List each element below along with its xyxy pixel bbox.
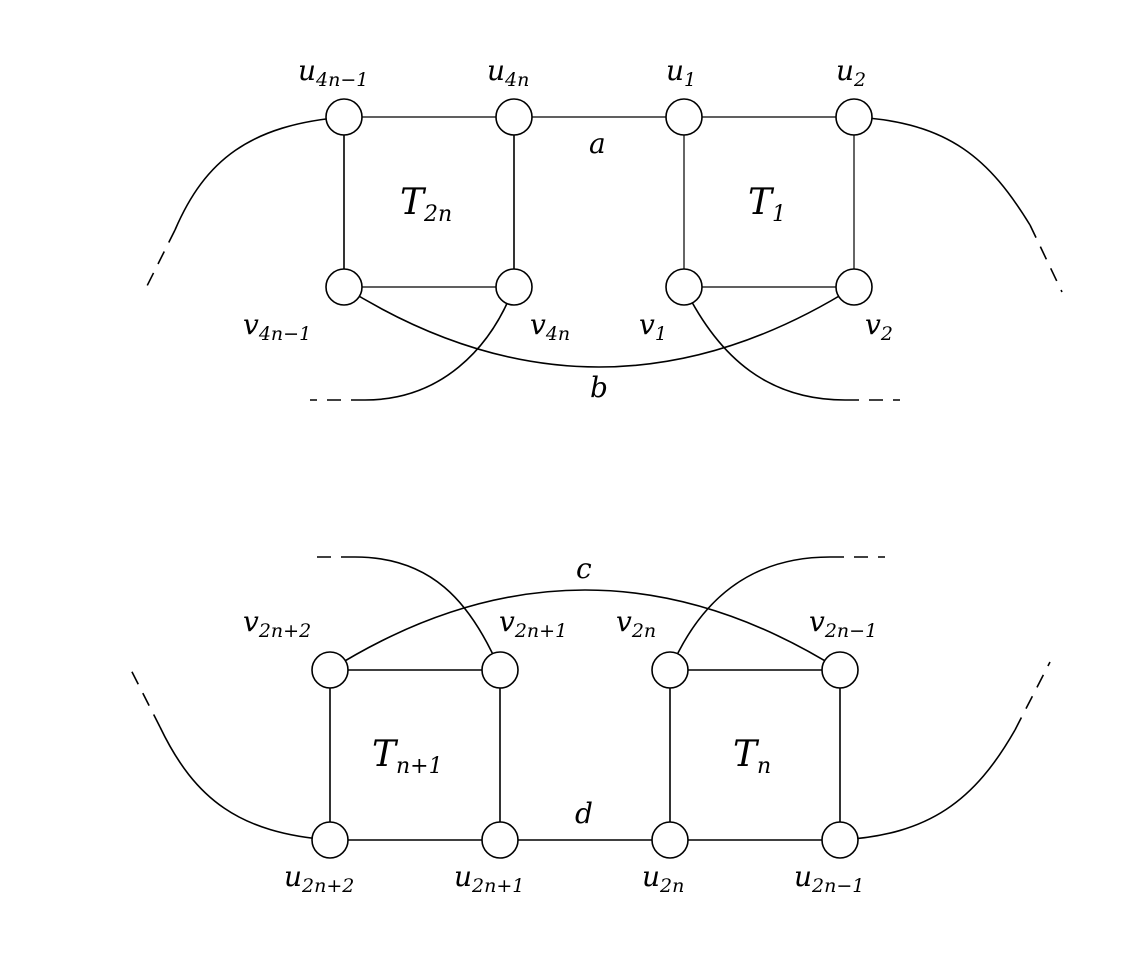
tile-label-t2n: T2n <box>400 182 452 227</box>
tile-label-tn1: Tn+1 <box>372 734 443 779</box>
label-v2: v2 <box>865 308 893 345</box>
bottom-diagram: v2n+2 v2n+1 v2n v2n−1 u2n+2 u2n+1 u2n u2… <box>127 552 1051 897</box>
label-v4n: v4n <box>530 308 570 345</box>
edge-v2n1-out <box>354 556 501 671</box>
label-v2n: v2n <box>616 605 656 642</box>
label-u1: u1 <box>666 54 696 91</box>
edge-v1-out <box>683 286 846 401</box>
top-diagram: u4n−1 u4n u1 u2 v4n−1 v4n v1 v2 T2n T1 a… <box>144 54 1063 404</box>
node-u2n2 <box>311 821 349 859</box>
label-v2n2: v2n+2 <box>243 605 311 642</box>
node-u4n-1 <box>325 98 363 136</box>
node-u2n1 <box>481 821 519 859</box>
edge-u2n2-out <box>159 726 331 841</box>
tile-label-tn: Tn <box>733 734 771 779</box>
edge-c <box>329 589 841 671</box>
node-v1 <box>665 268 703 306</box>
node-u2 <box>835 98 873 136</box>
label-u2n: u2n <box>642 860 684 897</box>
label-v2n1: v2n+1 <box>499 605 567 642</box>
edge-label-c: c <box>576 552 592 585</box>
label-u4n: u4n <box>487 54 529 91</box>
node-v4n-1 <box>325 268 363 306</box>
node-u2n-1 <box>821 821 859 859</box>
edge-u4n-1-out <box>174 116 345 231</box>
edge-u2n2-out-dash <box>127 663 161 728</box>
tile-label-t1: T1 <box>748 182 786 227</box>
edge-label-a: a <box>589 127 606 160</box>
node-u4n <box>495 98 533 136</box>
label-u2n1: u2n+1 <box>454 860 524 897</box>
label-v4n-1: v4n−1 <box>243 308 311 345</box>
edge-label-d: d <box>575 797 593 830</box>
edge-u2n-1-out <box>839 729 1016 841</box>
node-v4n <box>495 268 533 306</box>
node-u2n <box>651 821 689 859</box>
edge-u4n-1-out-dash <box>144 229 176 291</box>
edge-v4n-out <box>364 286 515 401</box>
edge-label-b: b <box>590 371 608 404</box>
node-v2n-1 <box>821 651 859 689</box>
node-v2 <box>835 268 873 306</box>
label-u2: u2 <box>836 54 866 91</box>
edge-b <box>343 286 855 368</box>
node-v2n <box>651 651 689 689</box>
label-u2n2: u2n+2 <box>284 860 354 897</box>
edge-u2n-1-out-dash <box>1014 661 1051 731</box>
label-v2n-1: v2n−1 <box>809 605 877 642</box>
label-u4n-1: u4n−1 <box>298 54 368 91</box>
label-u2n-1: u2n−1 <box>794 860 864 897</box>
edge-v2n-out <box>669 556 831 671</box>
node-u1 <box>665 98 703 136</box>
edge-u2-out-dash <box>1029 224 1063 293</box>
node-v2n1 <box>481 651 519 689</box>
node-v2n2 <box>311 651 349 689</box>
label-v1: v1 <box>639 308 667 345</box>
edge-u2-out <box>853 116 1031 226</box>
